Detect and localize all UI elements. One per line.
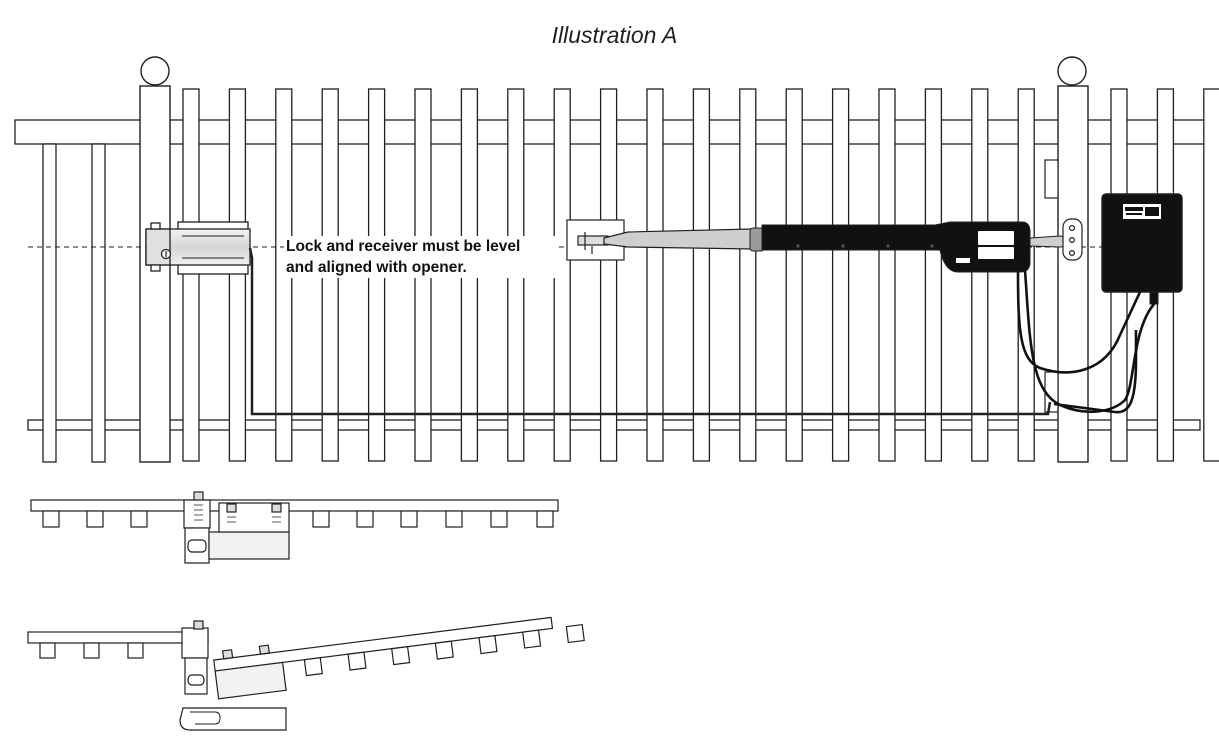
alignment-note-line-1: Lock and receiver must be level xyxy=(286,238,521,255)
left-fence xyxy=(14,119,146,463)
gate-top-rail xyxy=(169,119,1211,145)
top-view-slat xyxy=(400,510,418,528)
gate-picket xyxy=(878,88,896,462)
top-view-closed-rail xyxy=(30,499,559,512)
top-view-closed xyxy=(30,491,559,564)
lock-cable xyxy=(248,247,1052,416)
top-view-slat xyxy=(565,623,585,644)
gate-opener xyxy=(603,221,1077,273)
gate-picket xyxy=(1203,88,1219,462)
gate-picket xyxy=(924,88,943,462)
illustration-title: Illustration A xyxy=(551,22,678,48)
gate-bottom-rail xyxy=(164,419,1201,431)
top-view-slat xyxy=(490,510,508,528)
top-view-open-post xyxy=(181,627,209,659)
top-view-open-gate-rail xyxy=(213,616,554,672)
top-view-closed-post xyxy=(183,499,211,529)
top-view-slat xyxy=(445,510,463,528)
gate-picket xyxy=(785,88,803,462)
left-post xyxy=(139,85,171,463)
top-view-slat xyxy=(347,651,367,671)
lock-receiver-bracket xyxy=(145,228,171,266)
top-view-slat xyxy=(86,510,104,528)
gate-lock xyxy=(145,221,251,275)
top-view-open-fence-rail xyxy=(27,631,209,644)
top-view-slat xyxy=(130,510,148,528)
top-view-open-gate xyxy=(213,616,585,700)
opener-labels xyxy=(956,231,1014,263)
gate-picket xyxy=(831,88,850,462)
gate-rails xyxy=(164,119,1211,431)
posts xyxy=(139,56,1089,463)
top-view-slat xyxy=(356,510,374,528)
top-view-slat xyxy=(42,510,60,528)
gate-picket xyxy=(739,88,757,462)
alignment-note-line-2: and aligned with opener. xyxy=(286,259,467,276)
top-view-open xyxy=(27,616,585,731)
top-view-closed-receiver xyxy=(208,531,290,560)
gate-picket xyxy=(182,88,200,462)
control-box-body xyxy=(1101,193,1183,293)
opener-to-box-cable xyxy=(1016,271,1142,374)
top-view-slat xyxy=(303,657,323,677)
right-post xyxy=(1057,85,1089,463)
gate-picket xyxy=(971,88,989,462)
top-view-closed-slats xyxy=(42,510,554,528)
top-view-slat xyxy=(536,510,554,528)
opener-front-bracket xyxy=(566,219,625,261)
post-bracket xyxy=(1062,218,1083,261)
left-fence-top-rail xyxy=(14,119,146,145)
alignment-note: Lock and receiver must be level and alig… xyxy=(284,236,558,278)
top-view-slat xyxy=(312,510,330,528)
gate-picket xyxy=(646,88,664,462)
top-view-open-receiver xyxy=(214,661,287,700)
gate-picket xyxy=(228,88,247,462)
power-cables xyxy=(1016,269,1156,414)
opener-push-rod xyxy=(603,228,753,250)
hinge-upper xyxy=(1044,159,1059,199)
left-fence-picket xyxy=(91,143,106,463)
control-box xyxy=(1101,193,1183,305)
left-fence-picket xyxy=(42,143,57,463)
top-view-slat xyxy=(391,646,411,666)
top-view-open-lock-body xyxy=(179,707,287,731)
top-view-slat xyxy=(478,634,498,655)
hinges xyxy=(1044,159,1059,413)
gate-picket xyxy=(692,88,711,462)
top-view-slat xyxy=(434,640,454,660)
lock-to-box-cable xyxy=(1053,330,1138,414)
left-post-cap xyxy=(140,56,170,86)
top-view-slat xyxy=(522,629,542,649)
right-post-cap xyxy=(1057,56,1087,86)
gate-picket xyxy=(599,88,618,462)
